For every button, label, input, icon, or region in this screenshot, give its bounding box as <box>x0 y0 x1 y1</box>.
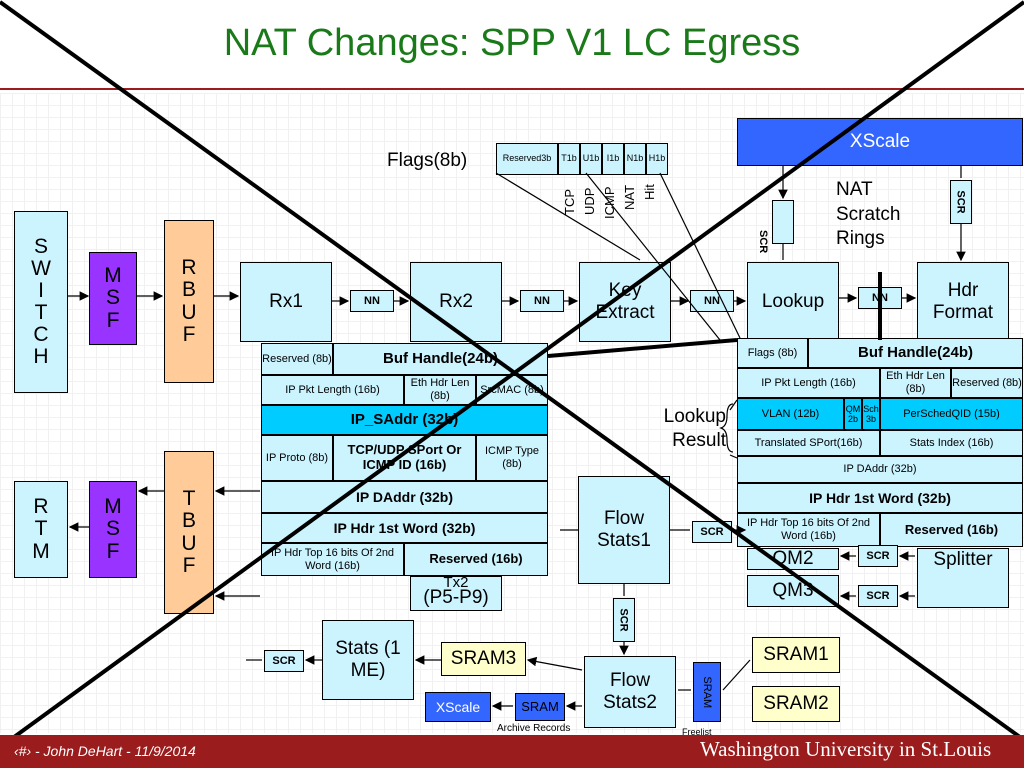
rt-reserved-16: Reserved (16b) <box>880 513 1023 547</box>
splitter-box: Splitter <box>917 548 1009 608</box>
lt-ip-daddr: IP DAddr (32b) <box>261 481 548 513</box>
rt-vlan: VLAN (12b) <box>737 398 844 430</box>
scr-ring-fs-down: SCR <box>613 598 635 642</box>
lt-ip-pkt-length: IP Pkt Length (16b) <box>261 375 404 405</box>
lt-icmp-type: ICMP Type (8b) <box>476 435 548 481</box>
tx2-label: Tx2 <box>443 574 469 592</box>
scr-ring-qm2: SCR <box>858 545 898 567</box>
rt-qm: QM 2b <box>844 398 862 430</box>
sram2-box: SRAM2 <box>752 686 840 722</box>
flags-label: Flags(8b) <box>387 150 468 171</box>
scr-ring-stats: SCR <box>264 650 304 672</box>
rt-sch: Sch 3b <box>862 398 880 430</box>
rt-ip-hdr-1st-word: IP Hdr 1st Word (32b) <box>737 483 1023 513</box>
rt-reserved-8: Reserved (8b) <box>951 368 1023 398</box>
rt-flags: Flags (8b) <box>737 338 808 368</box>
right-table: Flags (8b) Buf Handle(24b) IP Pkt Length… <box>737 338 1023 547</box>
title-rule <box>0 88 1024 90</box>
sram-freelist-ring: SRAM <box>693 662 721 722</box>
sram3-box: SRAM3 <box>441 642 526 676</box>
footer-bar <box>0 735 1024 768</box>
flow-stats2-box: Flow Stats2 <box>584 656 676 728</box>
rt-eth-hdr-len: Eth Hdr Len (8b) <box>880 368 951 398</box>
xscale-bottom: XScale <box>425 692 491 722</box>
lt-ip-proto: IP Proto (8b) <box>261 435 333 481</box>
lookup-box: Lookup <box>747 262 839 342</box>
qm3-box: QM3 <box>747 575 839 607</box>
university-logo: Washington University in St.Louis <box>700 737 992 761</box>
left-table: Reserved (8b) Buf Handle(24b) IP Pkt Len… <box>261 343 548 576</box>
rt-translated-sport: Translated SPort(16b) <box>737 430 880 456</box>
lt-eth-hdr-len: Eth Hdr Len (8b) <box>404 375 476 405</box>
lt-reserved-16: Reserved (16b) <box>404 543 548 576</box>
lt-ip-hdr-1st-word: IP Hdr 1st Word (32b) <box>261 513 548 543</box>
archive-records-label: Archive Records <box>497 723 571 734</box>
nn-ring-2: NN <box>520 290 564 312</box>
scr-ring-qm3: SCR <box>858 585 898 607</box>
scr-ring-hdr: SCR <box>950 180 972 224</box>
hdr-format-box: Hdr Format <box>917 262 1009 342</box>
rt-buf-handle: Buf Handle(24b) <box>808 338 1023 368</box>
nn-ring-3: NN <box>690 290 734 312</box>
lookup-result-label: Lookup Result <box>663 406 726 451</box>
flow-stats1-box: Flow Stats1 <box>578 476 670 584</box>
sram1-box: SRAM1 <box>752 637 840 673</box>
rx1-box: Rx1 <box>240 262 332 342</box>
tx2-sub-label: (P5-P9) <box>423 587 489 609</box>
nat-scratch-rings-label: NAT Scratch Rings <box>836 179 901 250</box>
stats-box: Stats (1 ME) <box>322 620 414 700</box>
lt-ip-hdr-top16: IP Hdr Top 16 bits Of 2nd Word (16b) <box>261 543 404 576</box>
lt-reserved: Reserved (8b) <box>261 343 333 375</box>
scr-ring-lookup: SCR <box>757 200 794 253</box>
rt-stats-index: Stats Index (16b) <box>880 430 1023 456</box>
rt-ip-pkt-length: IP Pkt Length (16b) <box>737 368 880 398</box>
sram-archive-ring: SRAM <box>515 693 565 721</box>
nn-ring-1: NN <box>350 290 394 312</box>
rt-ip-daddr: IP DAddr (32b) <box>737 456 1023 483</box>
page-title: NAT Changes: SPP V1 LC Egress <box>223 22 801 64</box>
tx2-box: Tx2(P5-P9) <box>410 574 502 611</box>
lt-ip-saddr: IP_SAddr (32b) <box>261 405 548 435</box>
scr-ring-flowstats: SCR <box>692 521 732 543</box>
freelist-label: Freelist <box>682 727 712 737</box>
rt-perschedqid: PerSchedQID (15b) <box>880 398 1023 430</box>
xscale-top: XScale <box>737 118 1023 166</box>
footer-text: ‹#› - John DeHart - 11/9/2014 <box>14 743 196 759</box>
